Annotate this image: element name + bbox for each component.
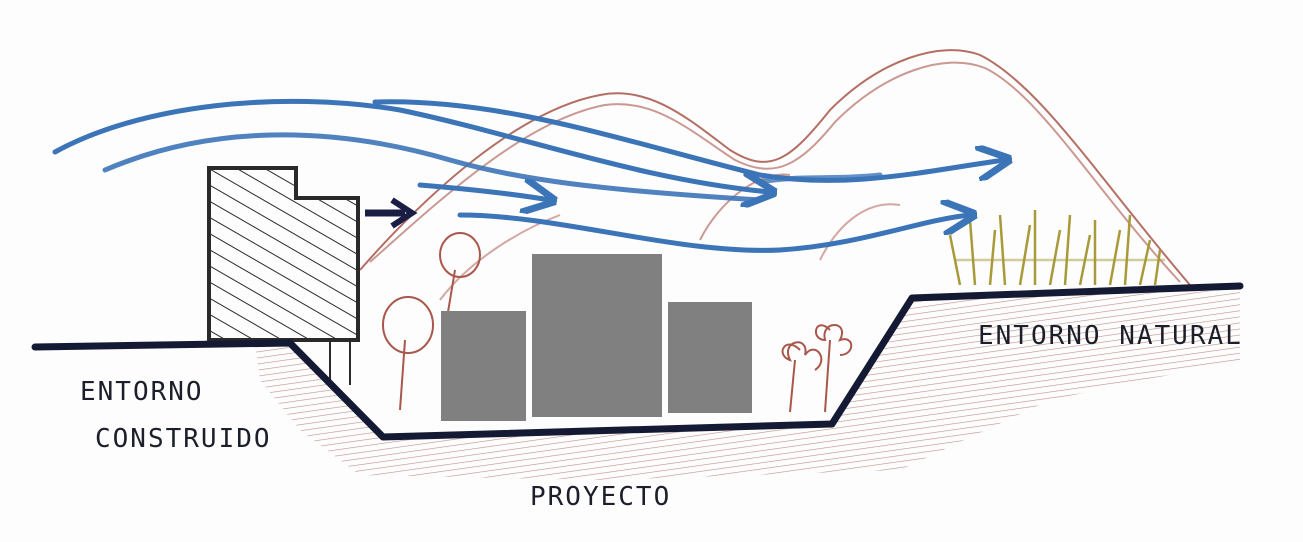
label-project: PROYECTO: [530, 482, 671, 512]
grass-tuft-icon: [948, 210, 1165, 286]
earth-hatching: [255, 290, 1240, 480]
project-blocks: [441, 254, 752, 421]
project-block-left: [441, 311, 526, 421]
wind-arrows-icon: [52, 98, 1005, 253]
label-natural-environment: ENTORNO NATURAL: [978, 321, 1243, 351]
tree-sketch-icon: [382, 232, 853, 413]
ground-line: [31, 282, 1244, 441]
project-block-right: [668, 302, 752, 413]
dark-wind-arrow-icon: [365, 197, 418, 229]
label-built-environment-line1: ENTORNO: [80, 377, 204, 407]
label-built-environment-line2: CONSTRUIDO: [95, 424, 272, 454]
hatched-building-icon: [207, 166, 360, 385]
project-block-center: [532, 254, 662, 417]
